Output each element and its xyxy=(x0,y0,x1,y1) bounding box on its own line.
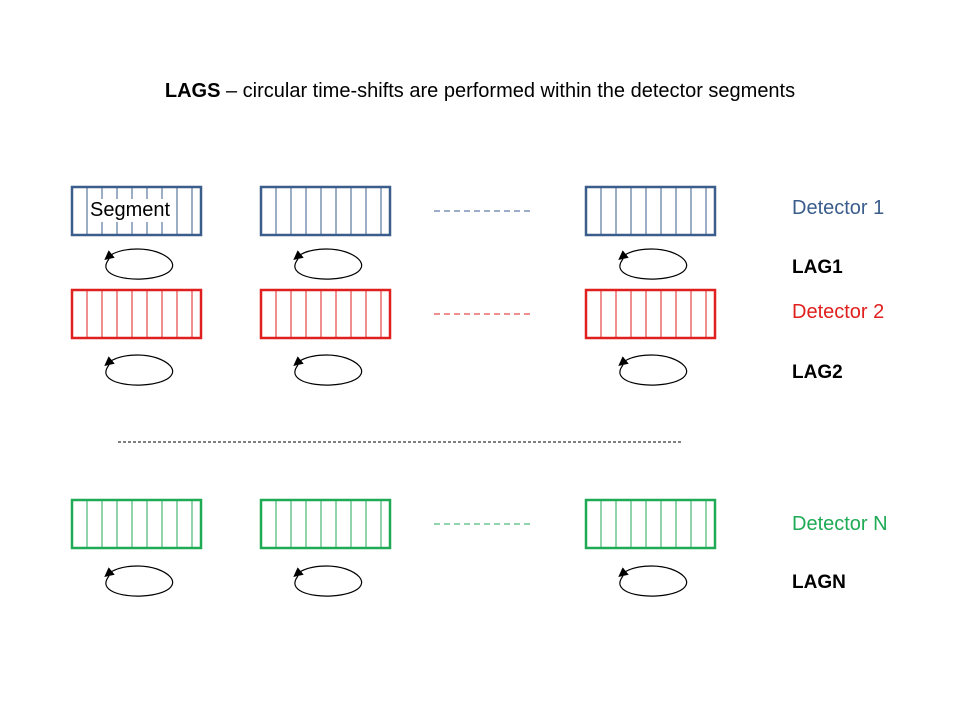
lag-1-label: LAG1 xyxy=(792,257,843,278)
segment-box xyxy=(259,185,392,237)
lag-2-label: LAG2 xyxy=(792,362,843,383)
circular-shift-arrow xyxy=(293,565,363,597)
detector-1-label: Detector 1 xyxy=(792,197,885,219)
segment-label: Segment xyxy=(88,199,173,222)
circular-shift-arrow xyxy=(104,354,174,386)
title-rest: – circular time-shifts are performed wit… xyxy=(220,80,796,102)
segment-box xyxy=(259,288,392,340)
circular-shift-arrow xyxy=(618,354,688,386)
segment-box xyxy=(584,288,717,340)
circular-shift-arrow xyxy=(618,565,688,597)
segment-box xyxy=(259,498,392,550)
segment-box xyxy=(584,498,717,550)
circular-shift-arrow xyxy=(293,248,363,280)
circular-shift-arrow xyxy=(618,248,688,280)
slide-title: LAGS – circular time-shifts are performe… xyxy=(0,80,960,103)
lag-n-label: LAGN xyxy=(792,572,846,593)
detector-2-label: Detector 2 xyxy=(792,301,885,323)
detector-n-label: Detector N xyxy=(792,513,888,535)
segment-box xyxy=(70,288,203,340)
circular-shift-arrow xyxy=(104,248,174,280)
circular-shift-arrow xyxy=(104,565,174,597)
segment-box xyxy=(70,498,203,550)
circular-shift-arrow xyxy=(293,354,363,386)
segment-box xyxy=(584,185,717,237)
title-bold: LAGS xyxy=(164,80,221,102)
